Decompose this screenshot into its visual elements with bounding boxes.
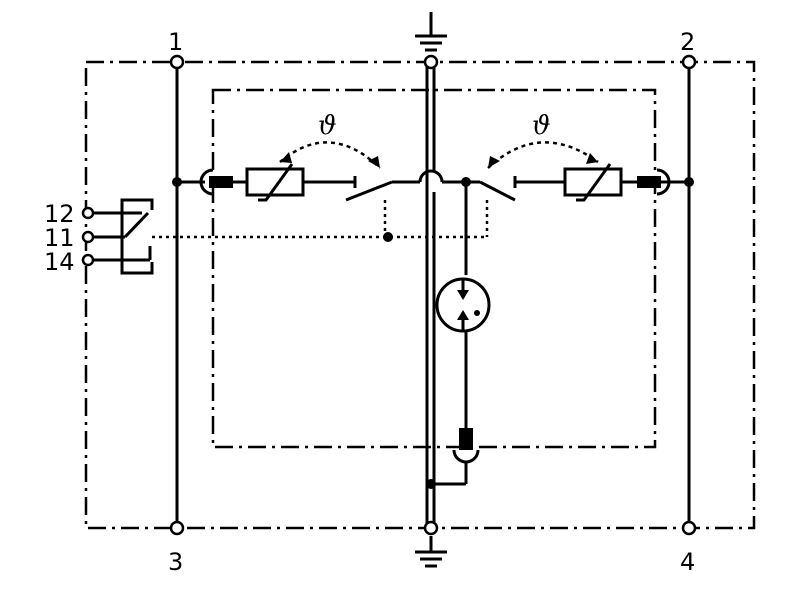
thermal-disconnector-icon-left xyxy=(345,180,393,202)
terminal-4 xyxy=(681,520,697,536)
linkage-junction xyxy=(383,232,393,242)
ground-icon-bottom xyxy=(415,536,447,568)
left-fuse-hook xyxy=(199,168,214,196)
varistor-icon-left xyxy=(245,163,305,202)
terminal-12 xyxy=(81,206,95,220)
terminal-11-label: 11 xyxy=(44,224,75,252)
terminal-1 xyxy=(169,54,185,70)
terminal-14 xyxy=(81,253,95,267)
terminal-1-label: 1 xyxy=(168,28,183,56)
terminal-11 xyxy=(81,230,95,244)
terminal-14-label: 14 xyxy=(44,248,75,276)
terminal-3 xyxy=(169,520,185,536)
left-thermal-element xyxy=(209,176,233,188)
thermal-symbol-left: ϑ xyxy=(318,111,337,141)
inner-module-outline xyxy=(211,88,657,449)
junction-right xyxy=(684,177,694,187)
gdt-thermal-element xyxy=(459,428,473,450)
ground-icon-top xyxy=(415,12,447,52)
junction-earth xyxy=(426,479,436,489)
terminal-earth-top xyxy=(423,54,439,70)
gdt-fuse-hook xyxy=(452,449,480,464)
terminal-earth-bottom xyxy=(423,520,439,536)
thermal-disconnector-icon-right xyxy=(479,180,516,202)
outer-housing-outline xyxy=(84,60,756,530)
terminal-2 xyxy=(681,54,697,70)
thermal-coupling-right xyxy=(487,141,599,169)
gas-discharge-tube-icon xyxy=(435,277,491,333)
crossover-bump xyxy=(418,169,444,183)
terminal-12-label: 12 xyxy=(44,200,75,228)
relay-contact-icon xyxy=(92,198,154,275)
terminal-4-label: 4 xyxy=(680,548,695,576)
thermal-symbol-right: ϑ xyxy=(532,111,551,141)
right-thermal-element xyxy=(637,176,661,188)
terminal-2-label: 2 xyxy=(680,28,695,56)
varistor-icon-right xyxy=(563,163,623,202)
terminal-3-label: 3 xyxy=(168,548,183,576)
thermal-coupling-left xyxy=(279,141,381,169)
